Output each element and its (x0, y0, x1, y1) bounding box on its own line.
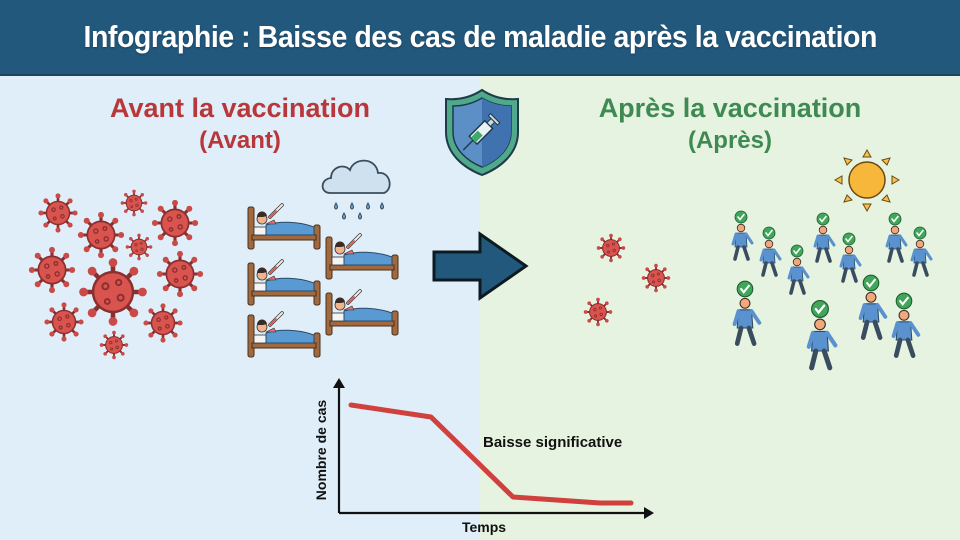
after-title: Après la vaccination (598, 93, 862, 123)
sun-icon (833, 148, 901, 213)
cases-line (348, 402, 634, 506)
title-banner: Infographie : Baisse des cas de maladie … (0, 0, 960, 76)
before-title: Avant la vaccination (109, 93, 371, 123)
rain-cloud-icon (321, 159, 391, 220)
before-subtitle: (Avant) (199, 126, 281, 154)
chart-x-label: Temps (462, 519, 507, 535)
virus-cluster-icon (27, 188, 205, 361)
hospital-beds-sick-patients-icon (246, 203, 400, 359)
healthy-people-checkmark-icon (731, 209, 933, 385)
before-panel-background (0, 74, 480, 540)
shield-syringe-icon (445, 88, 519, 177)
after-subtitle: (Après) (687, 126, 772, 154)
right-arrow-icon (432, 231, 529, 301)
before-heading: Avant la vaccination (Avant) (60, 92, 420, 156)
after-heading: Après la vaccination (Après) (550, 92, 910, 156)
chart-y-label: Nombre de cas (313, 399, 329, 501)
chart-annotation: Baisse significative (483, 434, 623, 451)
cases-line-chart (333, 378, 654, 519)
few-viruses-icon (582, 232, 672, 328)
page-title: Infographie : Baisse des cas de maladie … (83, 19, 877, 54)
